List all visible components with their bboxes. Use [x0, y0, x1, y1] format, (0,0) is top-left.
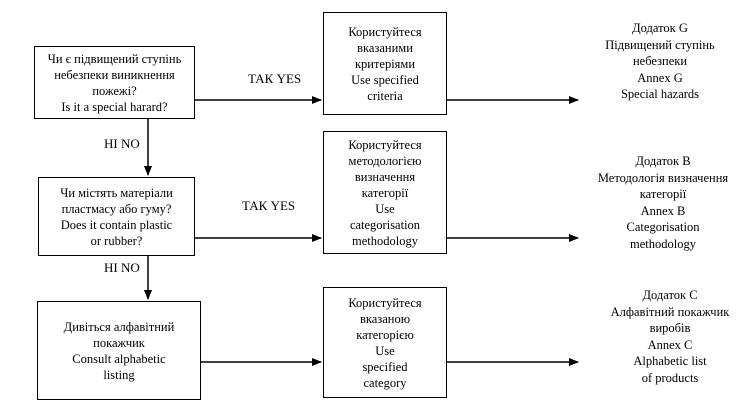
question-line: Consult alphabetic [72, 351, 166, 366]
question-line: покажчик [93, 335, 145, 350]
edge-label-no: НІ NO [104, 136, 140, 151]
result-line: Користуйтеся [348, 24, 422, 39]
question-line: Is it a special harard? [61, 99, 168, 114]
question-line: Does it contain plastic [60, 217, 173, 232]
annex-line: Додаток B [635, 154, 691, 168]
annex-line: Special hazards [620, 87, 700, 101]
annex-line: Annex G [637, 70, 683, 85]
question-plastic-rubber: Чи містять матеріали пластмасу або гуму?… [38, 177, 195, 256]
question-line: Дивіться алфавітний [63, 319, 175, 334]
question-line: пожежі? [92, 83, 137, 98]
result-line: Use [375, 201, 395, 216]
result-line: category [363, 375, 407, 390]
result-line: методологією [348, 153, 422, 168]
edge-label-yes: ТАК YES [242, 198, 296, 213]
annex-g-label: Додаток G Підвищений ступінь небезпеки A… [580, 20, 740, 103]
result-line: categorisation [349, 217, 421, 232]
consult-alphabetic-listing: Дивіться алфавітний покажчик Consult alp… [37, 301, 201, 400]
question-line: or rubber? [90, 233, 143, 248]
result-line: Use specified [351, 72, 419, 87]
annex-line: Categorisation [626, 220, 700, 234]
result-line: specified [362, 359, 408, 374]
annex-line: of products [641, 370, 699, 385]
edge-label-yes: ТАК YES [248, 71, 302, 86]
question-line: небезпеки виникнення [54, 67, 175, 82]
question-line: listing [103, 367, 135, 382]
result-line: Use [375, 343, 395, 358]
result-line: Користуйтеся [348, 137, 422, 152]
result-line: критеріями [354, 56, 416, 71]
result-line: Користуйтеся [348, 295, 422, 310]
annex-line: Annex B [640, 203, 686, 218]
question-special-hazard: Чи є підвищений ступінь небезпеки виникн… [34, 46, 195, 119]
result-line: вказаними [357, 40, 413, 55]
annex-line: Алфавітний покажчик [610, 304, 730, 319]
result-line: категорії [361, 185, 409, 200]
result-use-categorisation-methodology: Користуйтеся методологією визначення кат… [323, 131, 447, 254]
result-line: визначення [354, 169, 416, 184]
question-line: пластмасу або гуму? [61, 201, 172, 216]
annex-b-label: Додаток B Методологія визначення категор… [583, 153, 743, 252]
result-line: категорією [356, 327, 414, 342]
annex-line: Додаток C [642, 288, 698, 302]
annex-line: небезпеки [632, 54, 688, 68]
question-line: Чи містять матеріали [60, 185, 173, 200]
result-line: вказаною [359, 311, 411, 326]
annex-c-label: Додаток C Алфавітний покажчик виробів An… [590, 287, 750, 386]
result-use-specified-criteria: Користуйтеся вказаними критеріями Use sp… [323, 12, 447, 115]
annex-line: категорії [639, 187, 687, 201]
annex-line: Методологія визначення [597, 170, 729, 185]
edge-label-no: НІ NO [104, 260, 140, 275]
annex-line: Annex C [647, 337, 693, 352]
annex-line: Alphabetic list [633, 354, 707, 368]
annex-line: methodology [630, 236, 696, 251]
annex-line: виробів [649, 321, 691, 335]
question-line: Чи є підвищений ступінь [47, 51, 182, 66]
result-use-specified-category: Користуйтеся вказаною категорією Use spe… [323, 287, 447, 398]
annex-line: Додаток G [632, 21, 688, 35]
annex-line: Підвищений ступінь [605, 37, 715, 52]
result-line: criteria [367, 88, 403, 103]
result-line: methodology [352, 233, 418, 248]
